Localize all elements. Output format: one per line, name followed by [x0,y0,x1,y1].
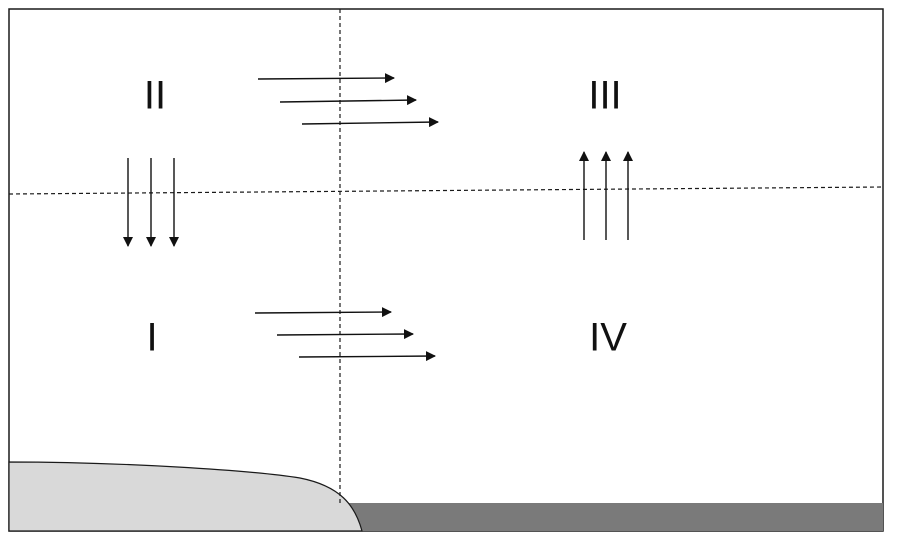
upper-rightward-arrows [257,73,439,128]
diagram-frame [8,8,884,532]
upper-arrow-1 [257,73,395,84]
quadrant-label-i: I [146,316,157,360]
upward-arrows [579,151,633,240]
mound-shape [8,461,363,532]
lower-arrow-2 [276,329,414,340]
lower-rightward-arrows [254,307,436,362]
lower-arrow-1 [254,307,392,318]
ground-strip [340,503,883,531]
horizontal-dashed-divider [8,186,884,195]
upper-arrow-2 [279,95,417,106]
quadrant-label-iii: III [588,74,621,118]
lower-arrow-3 [298,351,436,362]
downward-arrows [123,158,179,247]
quadrant-label-iv: IV [589,316,627,360]
quadrant-label-ii: II [144,74,166,118]
upper-arrow-3 [301,117,439,128]
